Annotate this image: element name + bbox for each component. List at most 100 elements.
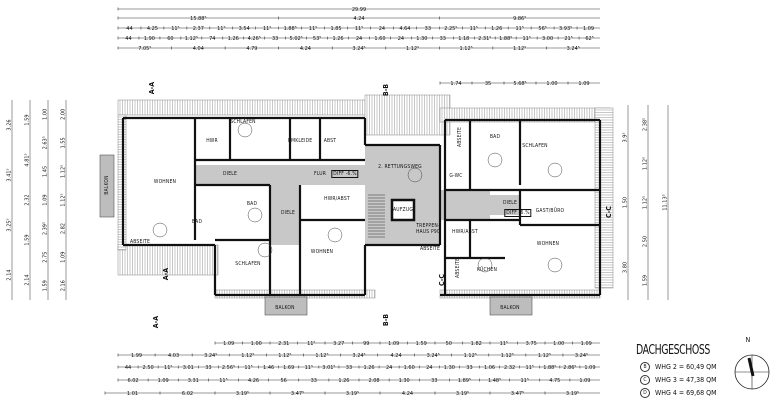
roof-area xyxy=(364,94,451,136)
dimension-top-value: 24 xyxy=(356,36,362,42)
dimension-bottom-value: 3.24⁵ xyxy=(575,353,588,359)
dimension-bottom-value: 33 xyxy=(311,378,317,384)
dimension-bottom-value: 11⁵ xyxy=(164,365,172,371)
dimension-top-value: 33 xyxy=(440,36,446,42)
dimension-bottom-value: 11⁵ xyxy=(521,378,529,384)
dimension-top-value: 1.12⁵ xyxy=(513,46,526,52)
dimension-top-value: 11⁵ xyxy=(263,26,271,32)
dimension-top-value: 24 xyxy=(398,36,404,42)
unit-marker: B xyxy=(640,362,650,372)
dimension-bottom-value: 1.88⁵ xyxy=(543,365,556,371)
turning-circle xyxy=(487,152,503,168)
room-label: ABSEITE xyxy=(455,257,461,279)
dimension-bottom-value: 56 xyxy=(281,378,287,384)
dimension-top-value: 33 xyxy=(272,36,278,42)
dimension-bottom-value: 33 xyxy=(346,365,352,371)
turning-circle xyxy=(547,257,563,273)
dimension-bottom-value: 1.00 xyxy=(251,341,262,347)
dimension-top-right-value: 1.74 xyxy=(450,81,461,87)
dimension-bottom-value: 2.86⁵ xyxy=(563,365,576,371)
dimension-bottom-value: 3.24⁵ xyxy=(204,353,217,359)
dimension-bottom-value: 33 xyxy=(431,378,437,384)
dimension-right-value: 2.38⁵ xyxy=(643,118,649,131)
dimension-top-value: 11⁵ xyxy=(515,26,523,32)
dimension-left-value: 2.00 xyxy=(61,109,67,120)
dimension-top-value: 62⁵ xyxy=(585,36,593,42)
dimension-top-value: 74 xyxy=(209,36,215,42)
dimension-top-right-value: 1.00 xyxy=(546,81,557,87)
dimension-top-value: 21⁵ xyxy=(564,36,572,42)
unit-marker: C xyxy=(640,375,650,385)
dimension-bottom-value: 11⁵ xyxy=(526,365,534,371)
unit-marker: D xyxy=(640,388,650,398)
dimension-bottom-value: 1.12⁵ xyxy=(501,353,514,359)
north-label: N xyxy=(745,336,751,344)
room-label: DIELE xyxy=(223,171,237,177)
room-label: WOHNEN xyxy=(153,179,177,185)
dimension-right-value: 1.59 xyxy=(643,275,649,286)
dimension-bottom-value: 4.26 xyxy=(248,378,259,384)
dimension-top-value: 11⁵ xyxy=(355,26,363,32)
dimension-top-value: 2.25⁵ xyxy=(444,26,457,32)
dimension-top-value: 1.30 xyxy=(416,36,427,42)
dimension-bottom-value: 99 xyxy=(363,341,369,347)
room-label: ABSEITE xyxy=(457,126,463,148)
dimension-bottom-value: 2.56⁵ xyxy=(222,365,235,371)
north-arrow-needle xyxy=(747,357,755,377)
dimension-top-value: 11⁵ xyxy=(309,26,317,32)
turning-circle xyxy=(152,222,168,238)
dimension-top-value: 1.12⁵ xyxy=(185,36,198,42)
dimension-top-value: 2.37 xyxy=(193,26,204,32)
room-label: FLUR xyxy=(313,171,327,177)
dimension-top-value: 4.25 xyxy=(147,26,158,32)
dimension-bottom-value: 1.69 xyxy=(283,365,294,371)
dimension-top-value: 11⁵ xyxy=(171,26,179,32)
dimension-top-value: 11⁵ xyxy=(522,36,530,42)
dimension-top-value: 7.05⁵ xyxy=(138,46,151,52)
room-label: KÜCHEN xyxy=(476,267,498,273)
dimension-left-value: 2.63⁵ xyxy=(43,136,49,149)
dimension-top-value: 53⁵ xyxy=(313,36,321,42)
dimension-bottom-value: 11⁵ xyxy=(219,378,227,384)
turning-circle xyxy=(327,227,343,243)
dimension-bottom-value: 4.03 xyxy=(168,353,179,359)
dimension-top-value: 29.99 xyxy=(352,7,366,13)
dimension-bottom-value: 2.50 xyxy=(143,365,154,371)
dimension-bottom-value: 1.12⁵ xyxy=(538,353,551,359)
section-marker-a: A-A xyxy=(162,267,171,281)
dimension-bottom-value: 2.32 xyxy=(504,365,515,371)
dimension-bottom-value: 1.12⁵ xyxy=(315,353,328,359)
dimension-right-value: 11.13⁵ xyxy=(663,194,669,210)
turning-circle xyxy=(257,242,273,258)
dimension-top-value: 1.26 xyxy=(228,36,239,42)
room-label: ABSEITE xyxy=(419,246,441,252)
balcony xyxy=(489,296,533,316)
section-marker-a: A-A xyxy=(148,81,157,95)
dimension-bottom-value: 1.09 xyxy=(579,378,590,384)
section-marker-c: C-C xyxy=(605,205,614,219)
dimension-bottom-value: 3.75 xyxy=(526,341,537,347)
dimension-top-value: 11⁵ xyxy=(470,26,478,32)
dimension-left-value: 2.32 xyxy=(25,194,31,205)
dimension-bottom-value: 1.30 xyxy=(444,365,455,371)
room-label: G-WC xyxy=(449,173,463,179)
dimension-top-value: 3.24⁵ xyxy=(352,46,365,52)
dimension-top-value: 4.24 xyxy=(353,16,364,22)
dimension-bottom-value: 1.99 xyxy=(131,353,142,359)
dimension-bottom-value: 3.19⁵ xyxy=(346,391,359,397)
dimension-top-value: 1.18 xyxy=(458,36,469,42)
dimension-top-right-value: 5.68⁵ xyxy=(513,81,526,87)
dimension-top-value: 1.88⁵ xyxy=(284,26,297,32)
dimension-bottom-value: 1.12⁵ xyxy=(464,353,477,359)
dimension-bottom-value: 3.27 xyxy=(333,341,344,347)
room-label: UMKLEIDE xyxy=(287,138,313,144)
room-label: SCHLAFEN xyxy=(235,261,261,267)
dimension-top-value: 11⁵ xyxy=(217,26,225,32)
dimension-left-value: 3.25⁵ xyxy=(7,218,13,231)
section-marker-b: B-B xyxy=(382,83,391,97)
dimension-bottom-value: 1.26 xyxy=(363,365,374,371)
dimension-bottom-value: 6.02 xyxy=(127,378,138,384)
dimension-right-value: 1.50 xyxy=(623,197,629,208)
